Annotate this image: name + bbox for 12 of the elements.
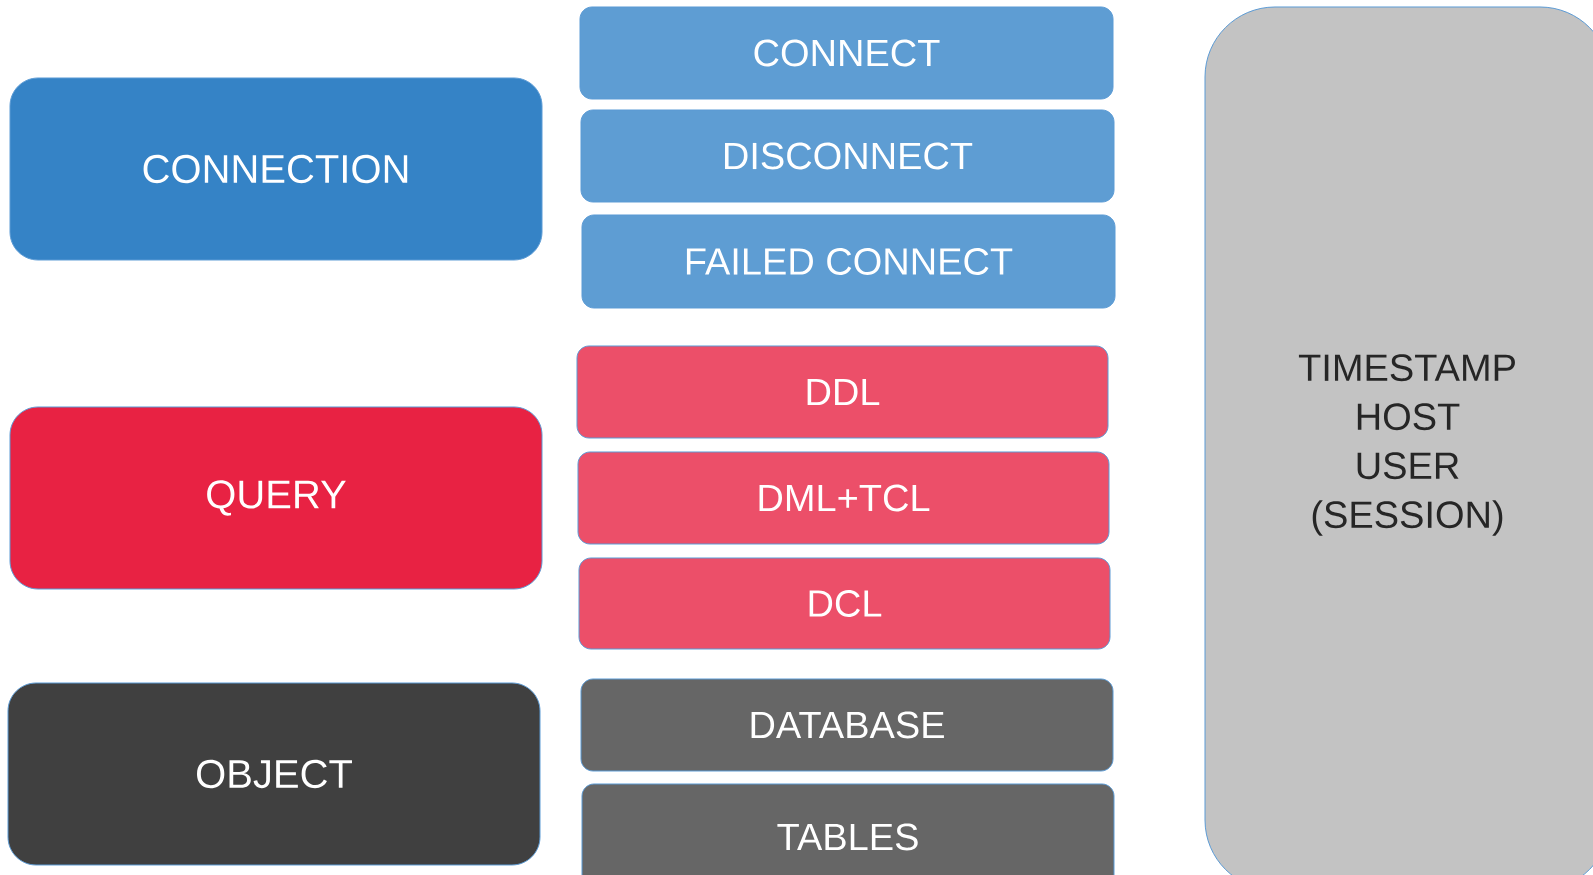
item-box: CONNECT — [579, 6, 1114, 100]
info-panel: TIMESTAMP HOST USER (SESSION) — [1204, 6, 1593, 875]
item-box: DCL — [578, 557, 1111, 650]
item-box: DDL — [576, 345, 1109, 439]
category-box: CONNECTION — [9, 77, 543, 261]
item-box: TABLES — [581, 783, 1115, 875]
item-box: FAILED CONNECT — [581, 214, 1116, 309]
category-box: OBJECT — [7, 682, 541, 866]
category-box: QUERY — [9, 406, 543, 590]
item-box: DISCONNECT — [580, 109, 1115, 203]
item-box: DML+TCL — [577, 451, 1110, 545]
item-box: DATABASE — [580, 678, 1114, 772]
